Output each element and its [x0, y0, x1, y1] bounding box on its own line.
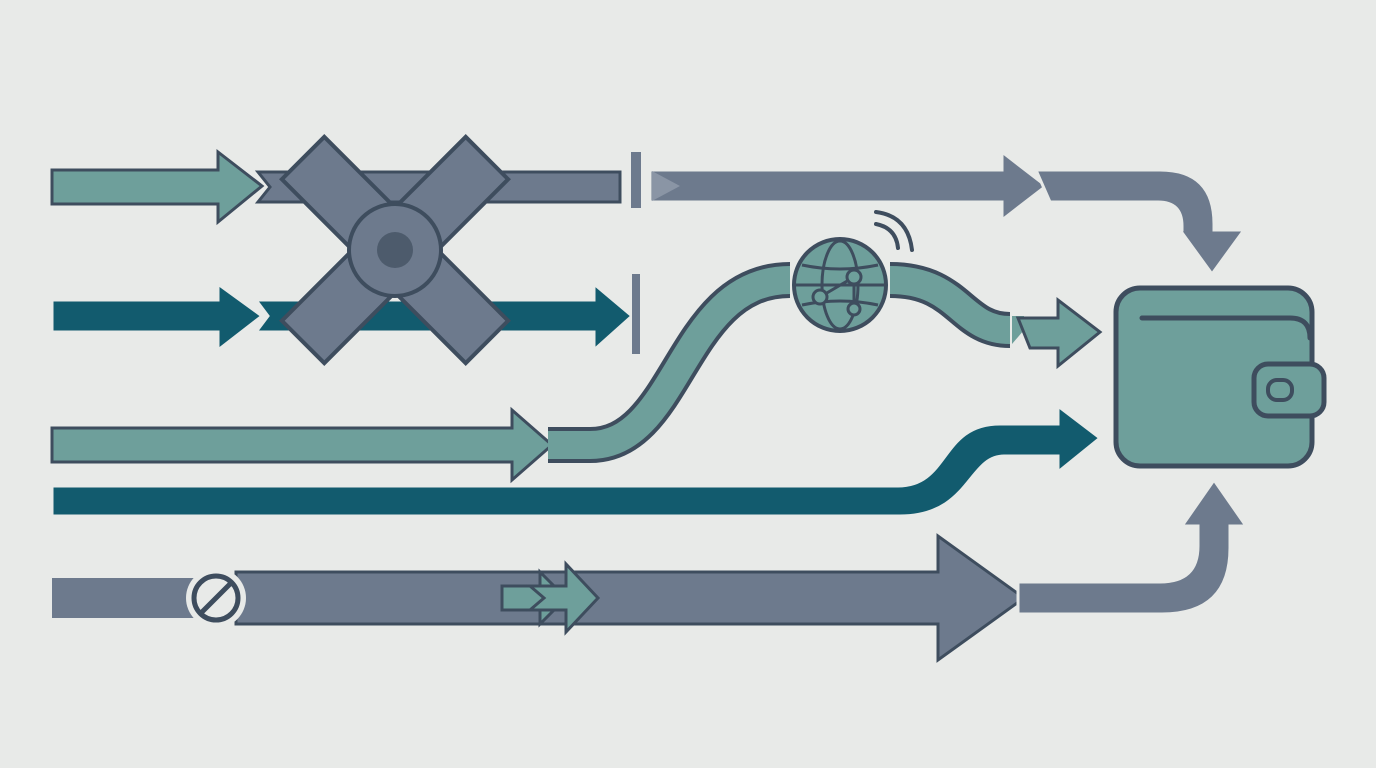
- flow-5-start-bar: [52, 578, 196, 618]
- flow-3-exit: [889, 266, 1011, 344]
- prohibited-icon: [186, 568, 246, 628]
- x-block-center: [377, 232, 413, 268]
- double-arrow-icon: [500, 560, 601, 636]
- signal-waves-icon: [874, 210, 914, 252]
- top-route-arrow: [648, 148, 1049, 224]
- flow-3-curve: [548, 266, 791, 459]
- top-route-start-chevron: [652, 171, 680, 201]
- top-stop-bar: [631, 152, 641, 208]
- flow-3-rerouted: [50, 262, 1103, 484]
- wallet-icon: [1113, 285, 1327, 469]
- flow-3-arrow: [50, 406, 555, 484]
- x-block-icon: [279, 134, 511, 366]
- flow-5-up-arrow: [1016, 477, 1249, 616]
- flow-1-arrow: [50, 148, 265, 226]
- flow-5-prohibited: [52, 477, 1249, 663]
- flow-2-stop-bar: [632, 274, 640, 354]
- top-route-down-arrow: [1033, 168, 1247, 277]
- flow-3-arrowhead: [1015, 296, 1103, 370]
- flow-5-big-arrow: [234, 533, 1027, 663]
- flow-2-arrow: [50, 281, 265, 354]
- top-route-to-wallet: [631, 148, 1247, 277]
- globe-network-icon: [792, 237, 888, 333]
- flow-4-arrow: [50, 402, 1103, 518]
- flow-4-direct: [50, 402, 1103, 518]
